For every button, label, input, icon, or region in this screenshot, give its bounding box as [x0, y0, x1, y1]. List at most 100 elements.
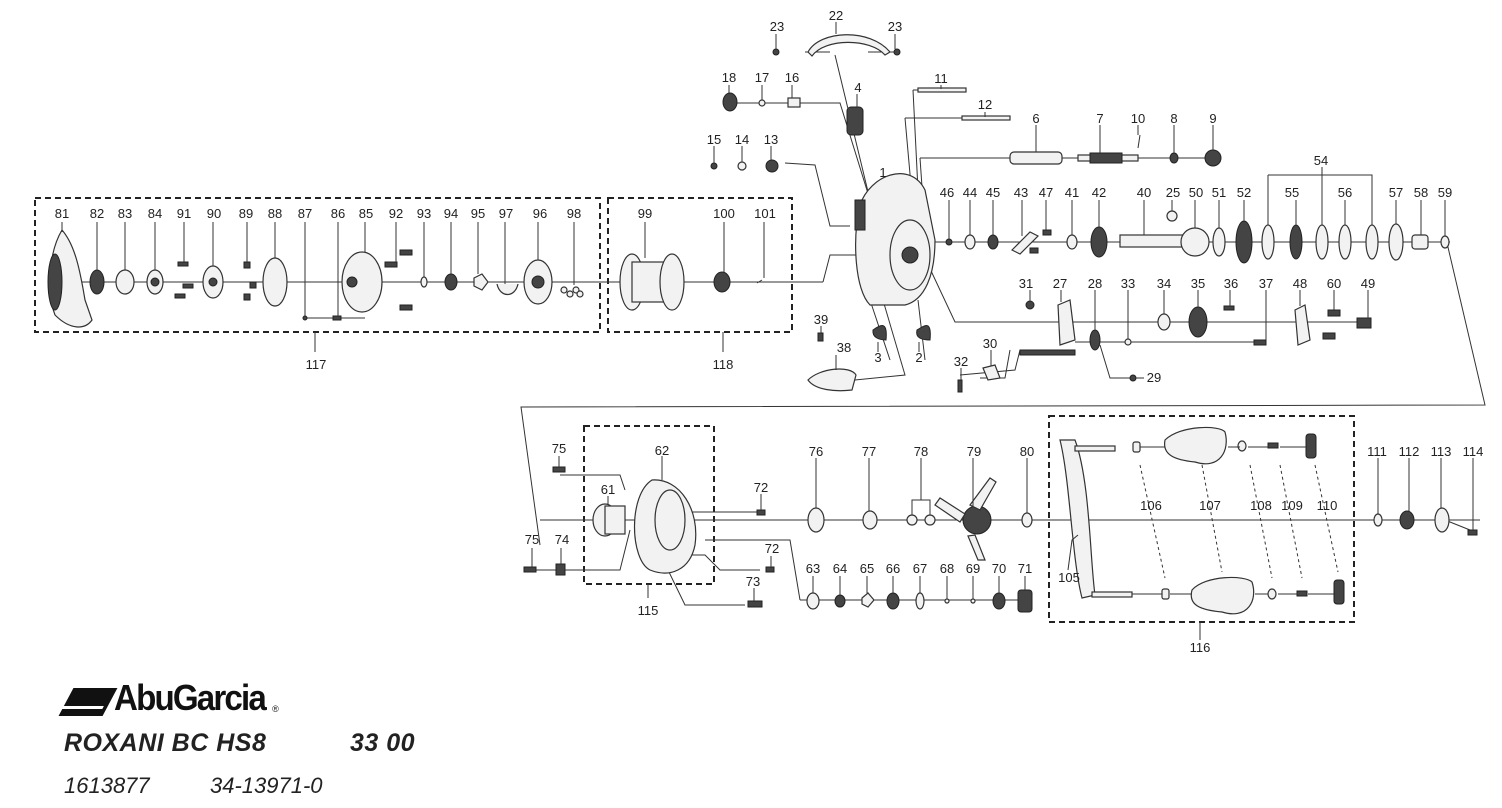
part-55-gear[interactable] [1289, 224, 1303, 260]
part-6-tube[interactable] [1009, 151, 1063, 165]
part-41-washer[interactable] [1066, 234, 1078, 250]
part-60-springs[interactable] [1322, 309, 1341, 340]
part-108-washer-bottom[interactable] [1267, 588, 1277, 600]
part-84-plate[interactable] [146, 269, 164, 295]
part-109-screw-top[interactable] [1267, 442, 1279, 449]
part-73-screw[interactable] [747, 600, 763, 608]
part-65-clip[interactable] [861, 592, 875, 608]
part-1-frame[interactable] [854, 173, 936, 306]
part-47-screws[interactable] [1029, 229, 1052, 254]
part-36-screw[interactable] [1223, 305, 1235, 311]
part-111-washer[interactable] [1373, 513, 1383, 527]
part-23-screw-left[interactable] [772, 48, 780, 56]
part-100-bearing[interactable] [713, 271, 731, 293]
part-75-screw-bottom[interactable] [523, 566, 537, 573]
part-109-screw-bottom[interactable] [1296, 590, 1308, 597]
part-45-bearing[interactable] [987, 234, 999, 250]
part-88-ring[interactable] [262, 257, 288, 307]
part-72-screw-bottom[interactable] [765, 566, 775, 573]
part-107-knob-top[interactable] [1164, 426, 1227, 465]
part-85-brake-housing[interactable] [341, 251, 383, 313]
part-76-washer[interactable] [807, 507, 825, 533]
part-64-bearing[interactable] [834, 594, 846, 608]
part-106-bushing-bottom[interactable] [1161, 588, 1170, 600]
part-50-star[interactable] [1180, 227, 1210, 257]
part-23-screw-right[interactable] [893, 48, 901, 56]
part-39-screw[interactable] [817, 332, 824, 342]
part-11-rod[interactable] [917, 87, 967, 93]
part-75-screw-top[interactable] [552, 466, 566, 473]
part-110-cap-bottom[interactable] [1333, 579, 1345, 605]
part-40-shaft[interactable] [1119, 234, 1186, 248]
part-7-worm-shaft[interactable] [1077, 152, 1139, 164]
part-2-side-clip[interactable] [916, 325, 931, 341]
part-83-clip[interactable] [115, 269, 135, 295]
part-18-cap[interactable] [722, 92, 738, 112]
part-8-bushing[interactable] [1169, 152, 1179, 164]
part-54-washer-c[interactable] [1365, 224, 1379, 260]
part-77-clip[interactable] [862, 510, 878, 530]
part-44-washer[interactable] [964, 234, 976, 250]
part-113-retainer[interactable] [1434, 507, 1450, 533]
part-43-plate[interactable] [1010, 231, 1040, 255]
part-99-spool[interactable] [619, 253, 710, 311]
part-12-rod[interactable] [961, 115, 1011, 121]
part-74-nut[interactable] [555, 563, 566, 576]
part-62-side-plate[interactable] [634, 479, 697, 574]
part-110-cap-top[interactable] [1305, 433, 1317, 459]
part-57-washer[interactable] [1388, 223, 1404, 261]
part-16-bushing[interactable] [787, 97, 801, 108]
part-25-pawl[interactable] [1166, 210, 1178, 222]
part-4-clicker[interactable] [846, 106, 864, 136]
part-14-washer[interactable] [737, 161, 747, 171]
part-34-bearing[interactable] [1157, 313, 1171, 331]
part-112-nut[interactable] [1399, 510, 1415, 530]
part-93-washer[interactable] [420, 276, 428, 288]
part-32-spring[interactable] [957, 379, 963, 393]
part-82-knob[interactable] [89, 269, 105, 295]
part-37-screw[interactable] [1253, 339, 1267, 346]
part-89-brake-blocks[interactable] [243, 261, 257, 301]
part-71-nut[interactable] [1017, 589, 1033, 613]
part-101-pin[interactable] [756, 279, 763, 284]
part-10-pawl[interactable] [1137, 134, 1141, 149]
part-72-screw-top[interactable] [756, 509, 766, 516]
part-96-brake-assembly[interactable] [523, 259, 553, 305]
part-91-screws[interactable] [174, 261, 194, 299]
part-81-side-cover[interactable] [47, 228, 93, 328]
part-46-clip[interactable] [945, 238, 953, 246]
part-80-washer[interactable] [1021, 512, 1033, 528]
part-27-yoke[interactable] [1019, 299, 1076, 356]
part-38-foot-cover[interactable] [807, 368, 857, 392]
part-56-ratchet[interactable] [1338, 224, 1352, 260]
part-22-thumb-bar[interactable] [807, 34, 891, 57]
part-97-clip[interactable] [496, 283, 519, 296]
part-69-washer[interactable] [970, 598, 976, 604]
part-58-bushing[interactable] [1411, 234, 1429, 250]
part-94-bearing[interactable] [444, 273, 458, 291]
part-68-washer[interactable] [944, 598, 950, 604]
part-67-washer[interactable] [915, 592, 925, 610]
part-61-bearing-housing[interactable] [592, 503, 626, 537]
part-92-screws[interactable] [384, 249, 413, 311]
part-108-washer-top[interactable] [1237, 440, 1247, 452]
part-90-brake-plate[interactable] [202, 265, 224, 299]
part-95-clip[interactable] [473, 273, 489, 291]
part-98-rings[interactable] [560, 286, 584, 298]
part-59-ring[interactable] [1440, 235, 1450, 249]
part-87-pin[interactable] [302, 315, 308, 321]
part-52-main-gear[interactable] [1235, 220, 1253, 264]
part-15-clip[interactable] [710, 162, 718, 170]
part-51-washer[interactable] [1212, 227, 1226, 257]
part-106-bushing-top[interactable] [1132, 441, 1141, 453]
part-54-washer-a[interactable] [1261, 224, 1275, 260]
part-48-housing[interactable] [1294, 304, 1311, 346]
part-114-screw[interactable] [1467, 529, 1478, 536]
part-42-gear[interactable] [1090, 226, 1108, 258]
part-86-spring[interactable] [332, 315, 342, 321]
part-13-gear[interactable] [765, 159, 779, 173]
part-54-washer-b[interactable] [1315, 224, 1329, 260]
part-29-screw[interactable] [1129, 374, 1137, 382]
part-33-washer[interactable] [1124, 338, 1132, 346]
part-107-knob-bottom[interactable] [1190, 576, 1255, 615]
